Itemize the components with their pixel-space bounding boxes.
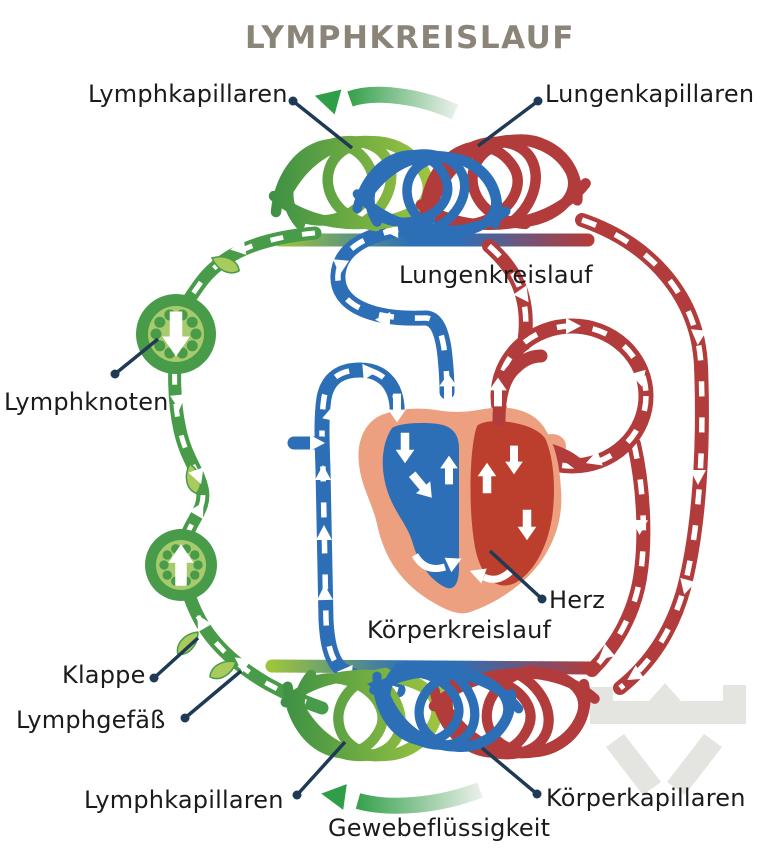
lymph-node-lower <box>145 529 217 601</box>
label-klappe: Klappe <box>62 661 146 689</box>
leader-lines <box>110 96 547 800</box>
label-gewebefluessigkeit: Gewebeflüssigkeit <box>328 814 551 842</box>
lymph-node-upper <box>136 294 216 374</box>
page-title: LYMPHKREISLAUF <box>245 20 575 56</box>
heart <box>358 349 586 614</box>
heart-right-side-blue <box>382 423 459 589</box>
label-herz: Herz <box>549 586 606 614</box>
tissue-flow-arrow-bottom <box>321 782 483 814</box>
label-lymphknoten: Lymphknoten <box>4 388 169 416</box>
label-koerperkreislauf: Körperkreislauf <box>367 616 552 644</box>
heart-left-side-red <box>470 421 554 586</box>
label-lymphkapillaren-bottom: Lymphkapillaren <box>84 786 284 814</box>
tissue-flow-arrow-top <box>314 86 459 120</box>
label-lymphkapillaren-top: Lymphkapillaren <box>88 80 288 108</box>
label-lymphgefaess: Lymphgefäß <box>16 706 166 734</box>
label-lungenkapillaren: Lungenkapillaren <box>545 80 755 108</box>
label-lungenkreislauf: Lungenkreislauf <box>399 261 593 289</box>
vein-vessels <box>287 218 455 698</box>
label-koerperkapillaren: Körperkapillaren <box>546 784 746 812</box>
watermark-logo <box>590 683 746 795</box>
